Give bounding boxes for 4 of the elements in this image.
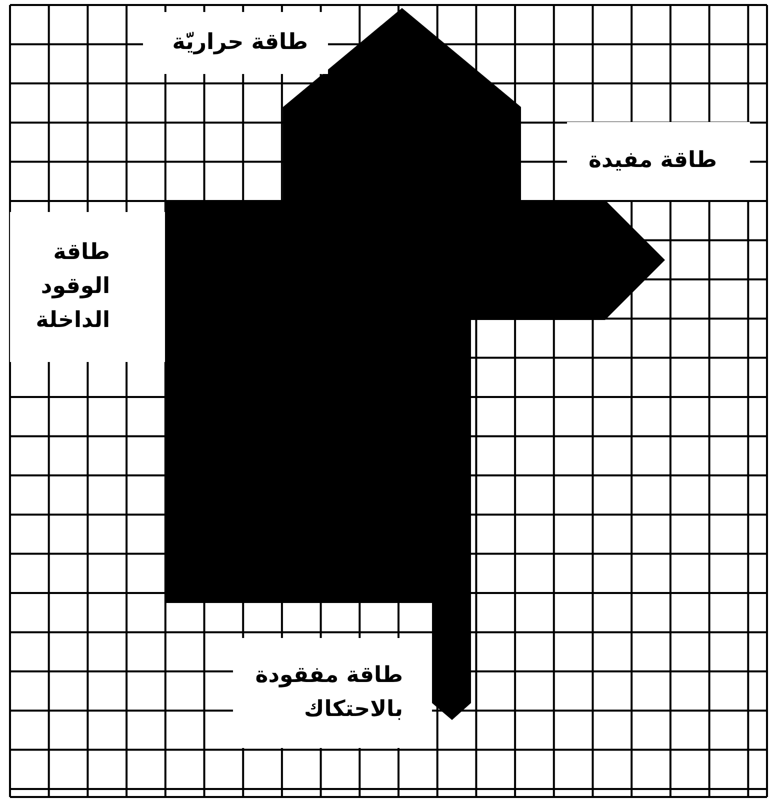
- energy-label: طاقة حراريّة: [171, 29, 308, 57]
- energy-label: طاقة الوقود الداخلة: [34, 239, 110, 335]
- energy-label: طاقة مفيدة: [587, 147, 717, 175]
- energy-label: طاقة مفقودة بالاحتكاك: [254, 662, 403, 724]
